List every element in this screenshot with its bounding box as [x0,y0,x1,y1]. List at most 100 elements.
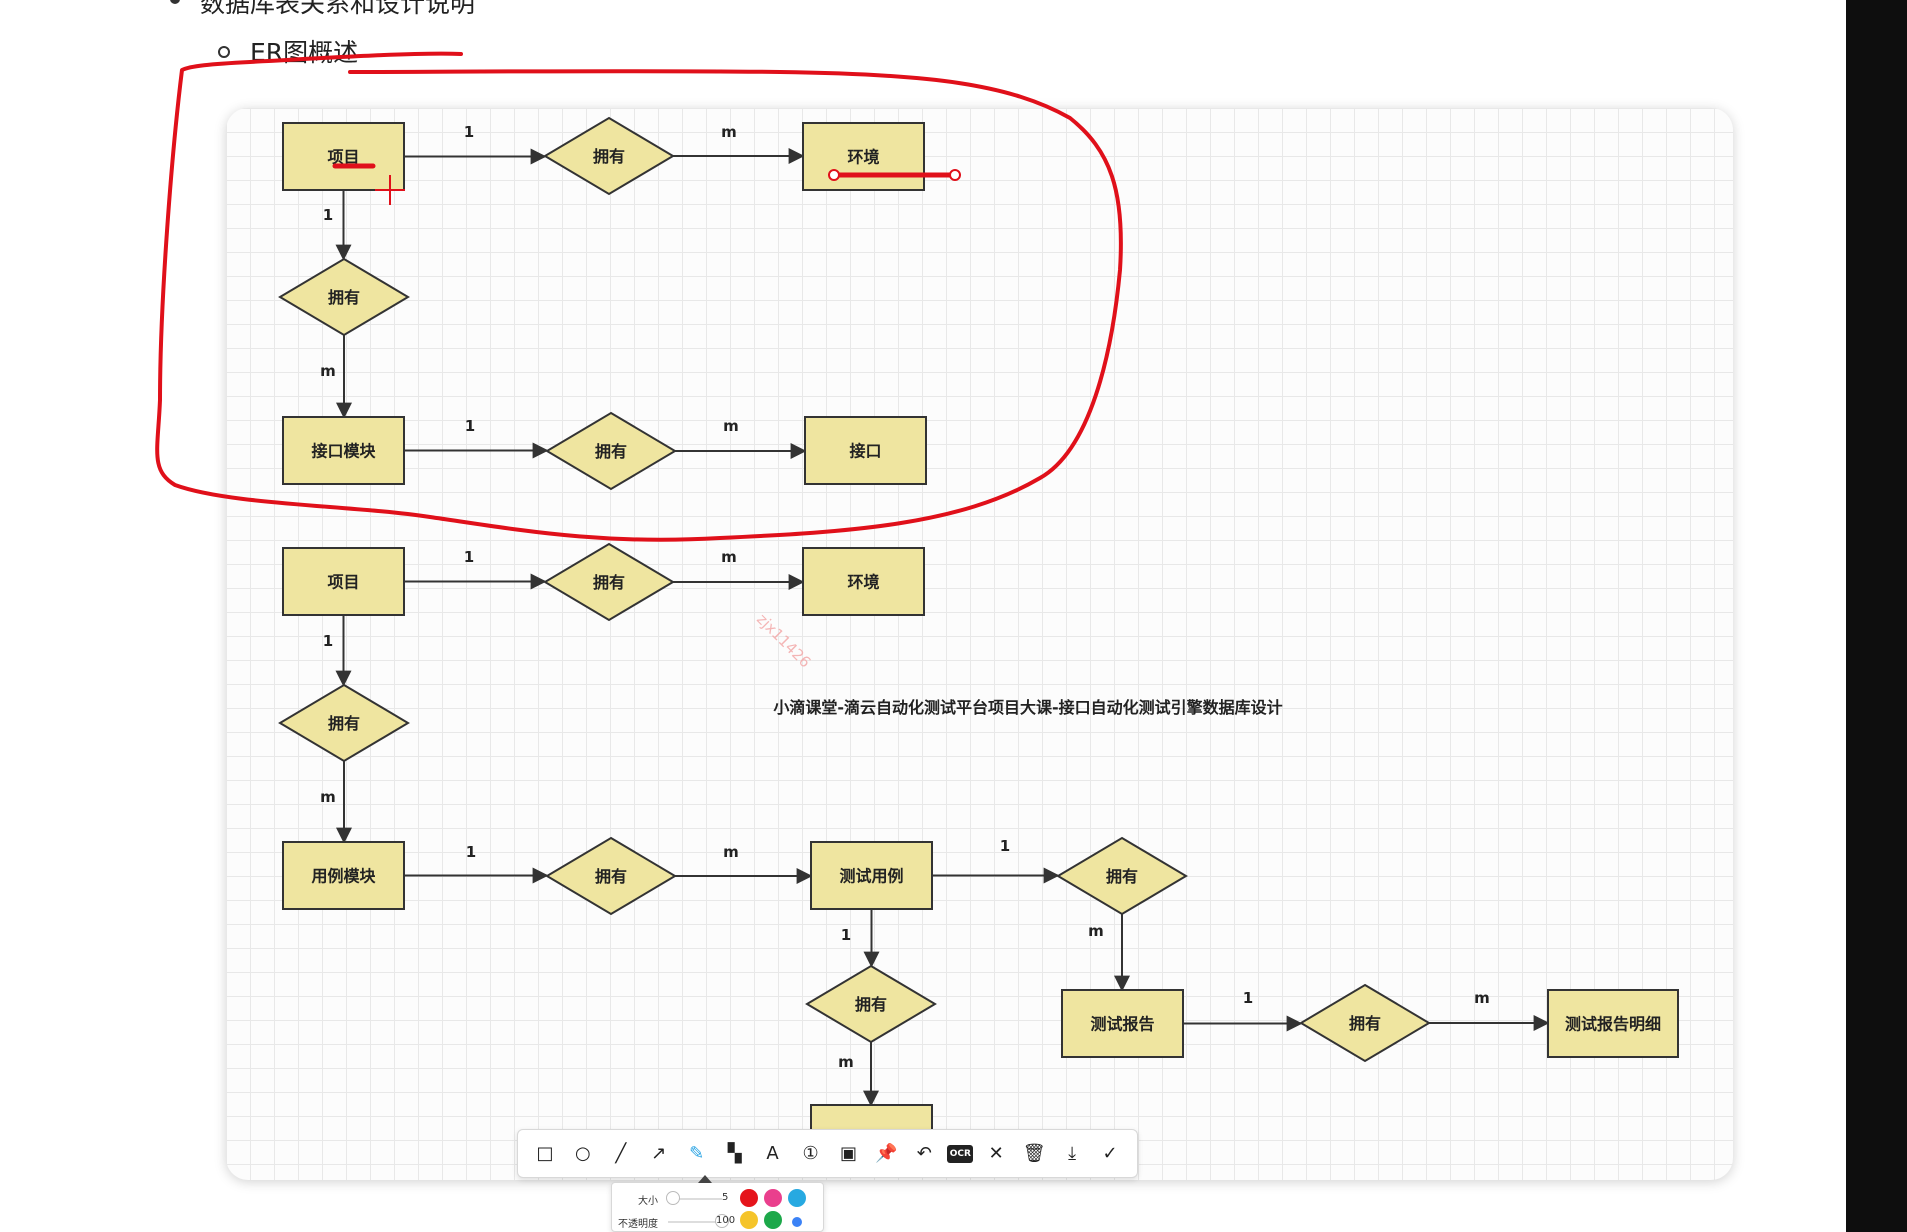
cardinality-label: m [723,417,739,435]
cardinality-label: 1 [1000,837,1010,855]
relationship-label: 拥有 [1349,1014,1381,1033]
cardinality-label: m [320,362,336,380]
entity-label: 环境 [847,148,879,167]
doc-sub-bullet [218,46,230,58]
cardinality-label: 1 [464,123,474,141]
cardinality-label: m [721,548,737,566]
rectangle-tool-icon[interactable]: □ [536,1143,554,1164]
pen-tool-icon[interactable]: ✎ [689,1143,705,1164]
cardinality-label: 1 [464,548,474,566]
doc-bullet-dot [170,0,180,4]
size-label: 大小 [638,1196,658,1207]
ocr-tool-icon[interactable]: OCR [947,1144,974,1163]
pen-settings-panel: 大小 5 不透明度 100 [611,1175,824,1232]
entity-label: 测试报告 [1090,1015,1154,1034]
relationship-diamond-r6[interactable] [545,836,677,916]
download-icon[interactable]: ⤓ [1068,1143,1077,1164]
color-swatch[interactable] [764,1189,782,1207]
entity-box-e9[interactable] [1061,989,1184,1058]
entity-box-e4[interactable] [804,416,927,485]
line-tool-icon[interactable]: ╱ [615,1143,627,1164]
relationship-diamond-r7[interactable] [1056,836,1188,916]
diagram-title: 小滴课堂-滴云自动化测试平台项目大课-接口自动化测试引擎数据库设计 [773,698,1282,717]
undo-icon[interactable]: ↶ [916,1143,932,1164]
entity-box-e6[interactable] [802,547,925,616]
relationship-label: 拥有 [328,714,360,733]
cardinality-label: 1 [1243,989,1253,1007]
relationship-diamond-r3[interactable] [545,411,677,491]
relationship-diamond-r9[interactable] [1299,983,1431,1063]
relationship-label: 拥有 [855,995,887,1014]
text-tool-icon[interactable]: A [766,1143,779,1164]
pin-tool-icon[interactable]: 📌 [875,1143,898,1164]
color-swatch[interactable] [788,1189,806,1207]
relationship-label: 拥有 [1106,867,1138,886]
watermark-text: zjx11426 [753,610,814,671]
cardinality-label: m [838,1053,854,1071]
cardinality-label: m [723,843,739,861]
entity-box-e8[interactable] [810,841,933,910]
number-marker-tool-icon[interactable]: ① [802,1143,819,1164]
relationship-diamond-r5[interactable] [278,683,410,763]
size-value: 5 [722,1192,729,1203]
size-slider-handle[interactable] [666,1191,681,1205]
doc-section-heading: 数据库表关系和设计说明 [200,0,476,18]
cardinality-label: m [1474,989,1490,1007]
stroke-endpoint-handle[interactable] [828,169,840,181]
relationship-label: 拥有 [595,867,627,886]
stroke-endpoint-handle[interactable] [949,169,961,181]
confirm-check-icon[interactable]: ✓ [1102,1143,1118,1164]
entity-box-e10[interactable] [1547,989,1679,1058]
relationship-label: 拥有 [593,147,625,166]
crosshair-cursor-icon [375,175,405,205]
color-swatch[interactable] [740,1211,758,1229]
relationship-label: 拥有 [328,288,360,307]
red-annotation-layer [155,51,1123,542]
arrow-tool-icon[interactable]: ↗ [651,1143,667,1164]
cardinality-label: 1 [465,417,475,435]
cardinality-label: m [721,123,737,141]
color-swatch[interactable] [792,1217,802,1227]
relationship-diamond-r8[interactable] [805,964,937,1044]
cardinality-label: 1 [466,843,476,861]
ellipse-tool-icon[interactable]: ○ [575,1143,591,1164]
relationship-label: 拥有 [595,442,627,461]
right-dark-edge [1846,0,1907,1232]
entity-label: 项目 [327,148,359,167]
close-icon[interactable]: ✕ [988,1143,1004,1164]
opacity-slider-track[interactable] [668,1221,722,1223]
screenshot-annotation-toolbar: □ ○ ╱ ↗ ✎ ▚ A ① ▣ 📌 ↶ OCR ✕ 🗑 ⤓ ✓ [517,1129,1138,1178]
opacity-slider-handle[interactable] [715,1214,729,1228]
entity-label: 测试报告明细 [1565,1015,1661,1034]
cardinality-label: 1 [841,926,851,944]
entity-box-e2[interactable] [802,122,925,191]
relationship-diamond-r1[interactable] [543,116,675,196]
entity-label: 项目 [327,573,359,592]
opacity-label: 不透明度 [618,1219,658,1230]
entity-box-e3[interactable] [282,416,405,485]
entity-box-e7[interactable] [282,841,405,910]
cardinality-label: m [320,788,336,806]
entity-label: 环境 [847,573,879,592]
entity-label: 接口模块 [311,442,376,461]
entity-box-e1[interactable] [282,122,405,191]
cardinality-label: 1 [323,206,333,224]
highlight-box-tool-icon[interactable]: ▣ [839,1143,857,1164]
color-swatch[interactable] [764,1211,782,1229]
cardinality-label: 1 [323,632,333,650]
relationship-diamond-r2[interactable] [278,257,410,337]
entity-label: 测试用例 [839,867,903,886]
entity-label: 用例模块 [311,867,376,886]
mosaic-tool-icon[interactable]: ▚ [727,1143,742,1164]
trash-icon[interactable]: 🗑 [1022,1143,1046,1164]
red-freehand-outline [155,51,1123,542]
entity-box-e5[interactable] [282,547,405,616]
size-slider-track[interactable] [668,1198,722,1200]
cardinality-label: m [1088,922,1104,940]
opacity-value: 100 [716,1215,736,1226]
drawing-canvas[interactable] [226,108,1733,1180]
color-swatch[interactable] [740,1189,758,1207]
relationship-diamond-r4[interactable] [543,542,675,622]
